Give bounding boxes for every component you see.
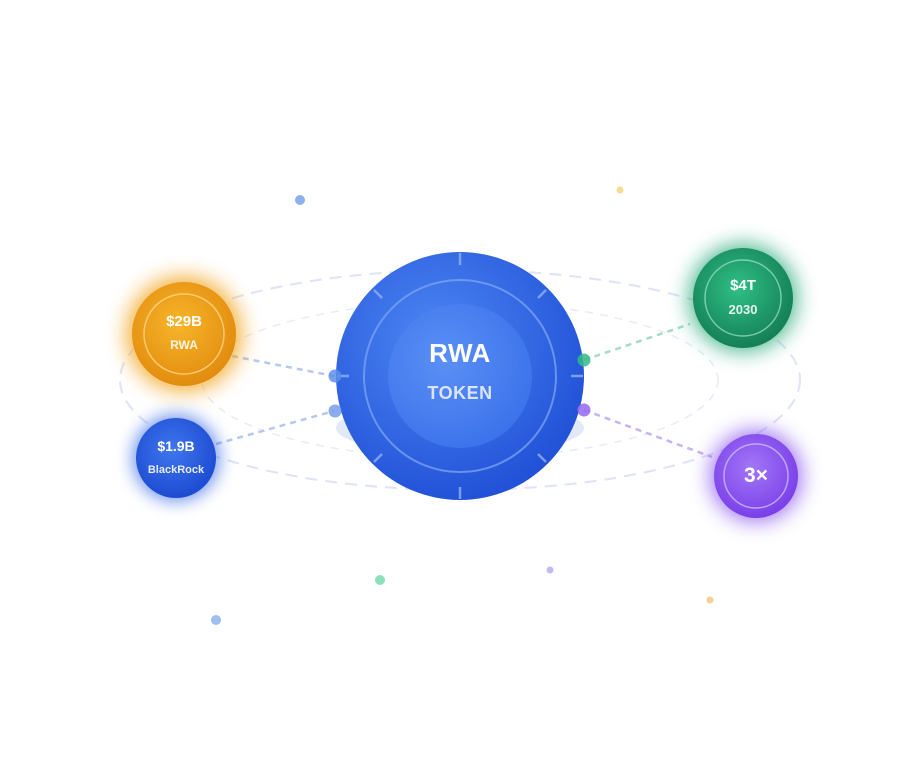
core-subtitle: TOKEN: [427, 383, 493, 403]
decorative-dot: [295, 195, 305, 205]
decorative-dot: [616, 186, 624, 194]
forecast-label: 2030: [728, 302, 758, 317]
core-title: RWA: [429, 338, 491, 368]
connector-forecast: [583, 322, 691, 362]
connector-blackrock: [215, 409, 335, 446]
connector-multiplier: [583, 408, 713, 459]
decorative-dot: [375, 575, 385, 585]
blackrock-value: $1.9B: [157, 438, 195, 454]
multiplier-node: [714, 434, 798, 518]
rwa-market-label: RWA: [170, 338, 198, 352]
decorative-dot: [706, 596, 714, 604]
anchor-dot: [577, 403, 591, 417]
forecast-ring: [704, 259, 782, 337]
forecast-value: $4T: [730, 277, 756, 294]
connector-rwa-market: [231, 354, 335, 378]
anchor-dot: [577, 353, 591, 367]
decorative-dot: [211, 615, 221, 625]
inner-orbit: [201, 301, 719, 459]
core-inner: [388, 304, 532, 448]
rwa-market-value: $29B: [166, 313, 202, 330]
decorative-dot: [546, 566, 554, 574]
multiplier-value: 3×: [744, 464, 768, 487]
forecast-node: [693, 248, 793, 348]
core-ticks: [337, 253, 583, 499]
anchor-dot: [328, 369, 342, 383]
multiplier-ring: [723, 443, 789, 509]
rwa-market-ring: [143, 293, 225, 375]
blackrock-node: [136, 418, 216, 498]
rwa-market-node: [132, 282, 236, 386]
core-ring: [363, 279, 557, 473]
blackrock-label: BlackRock: [147, 464, 205, 476]
anchor-dot: [328, 404, 342, 418]
